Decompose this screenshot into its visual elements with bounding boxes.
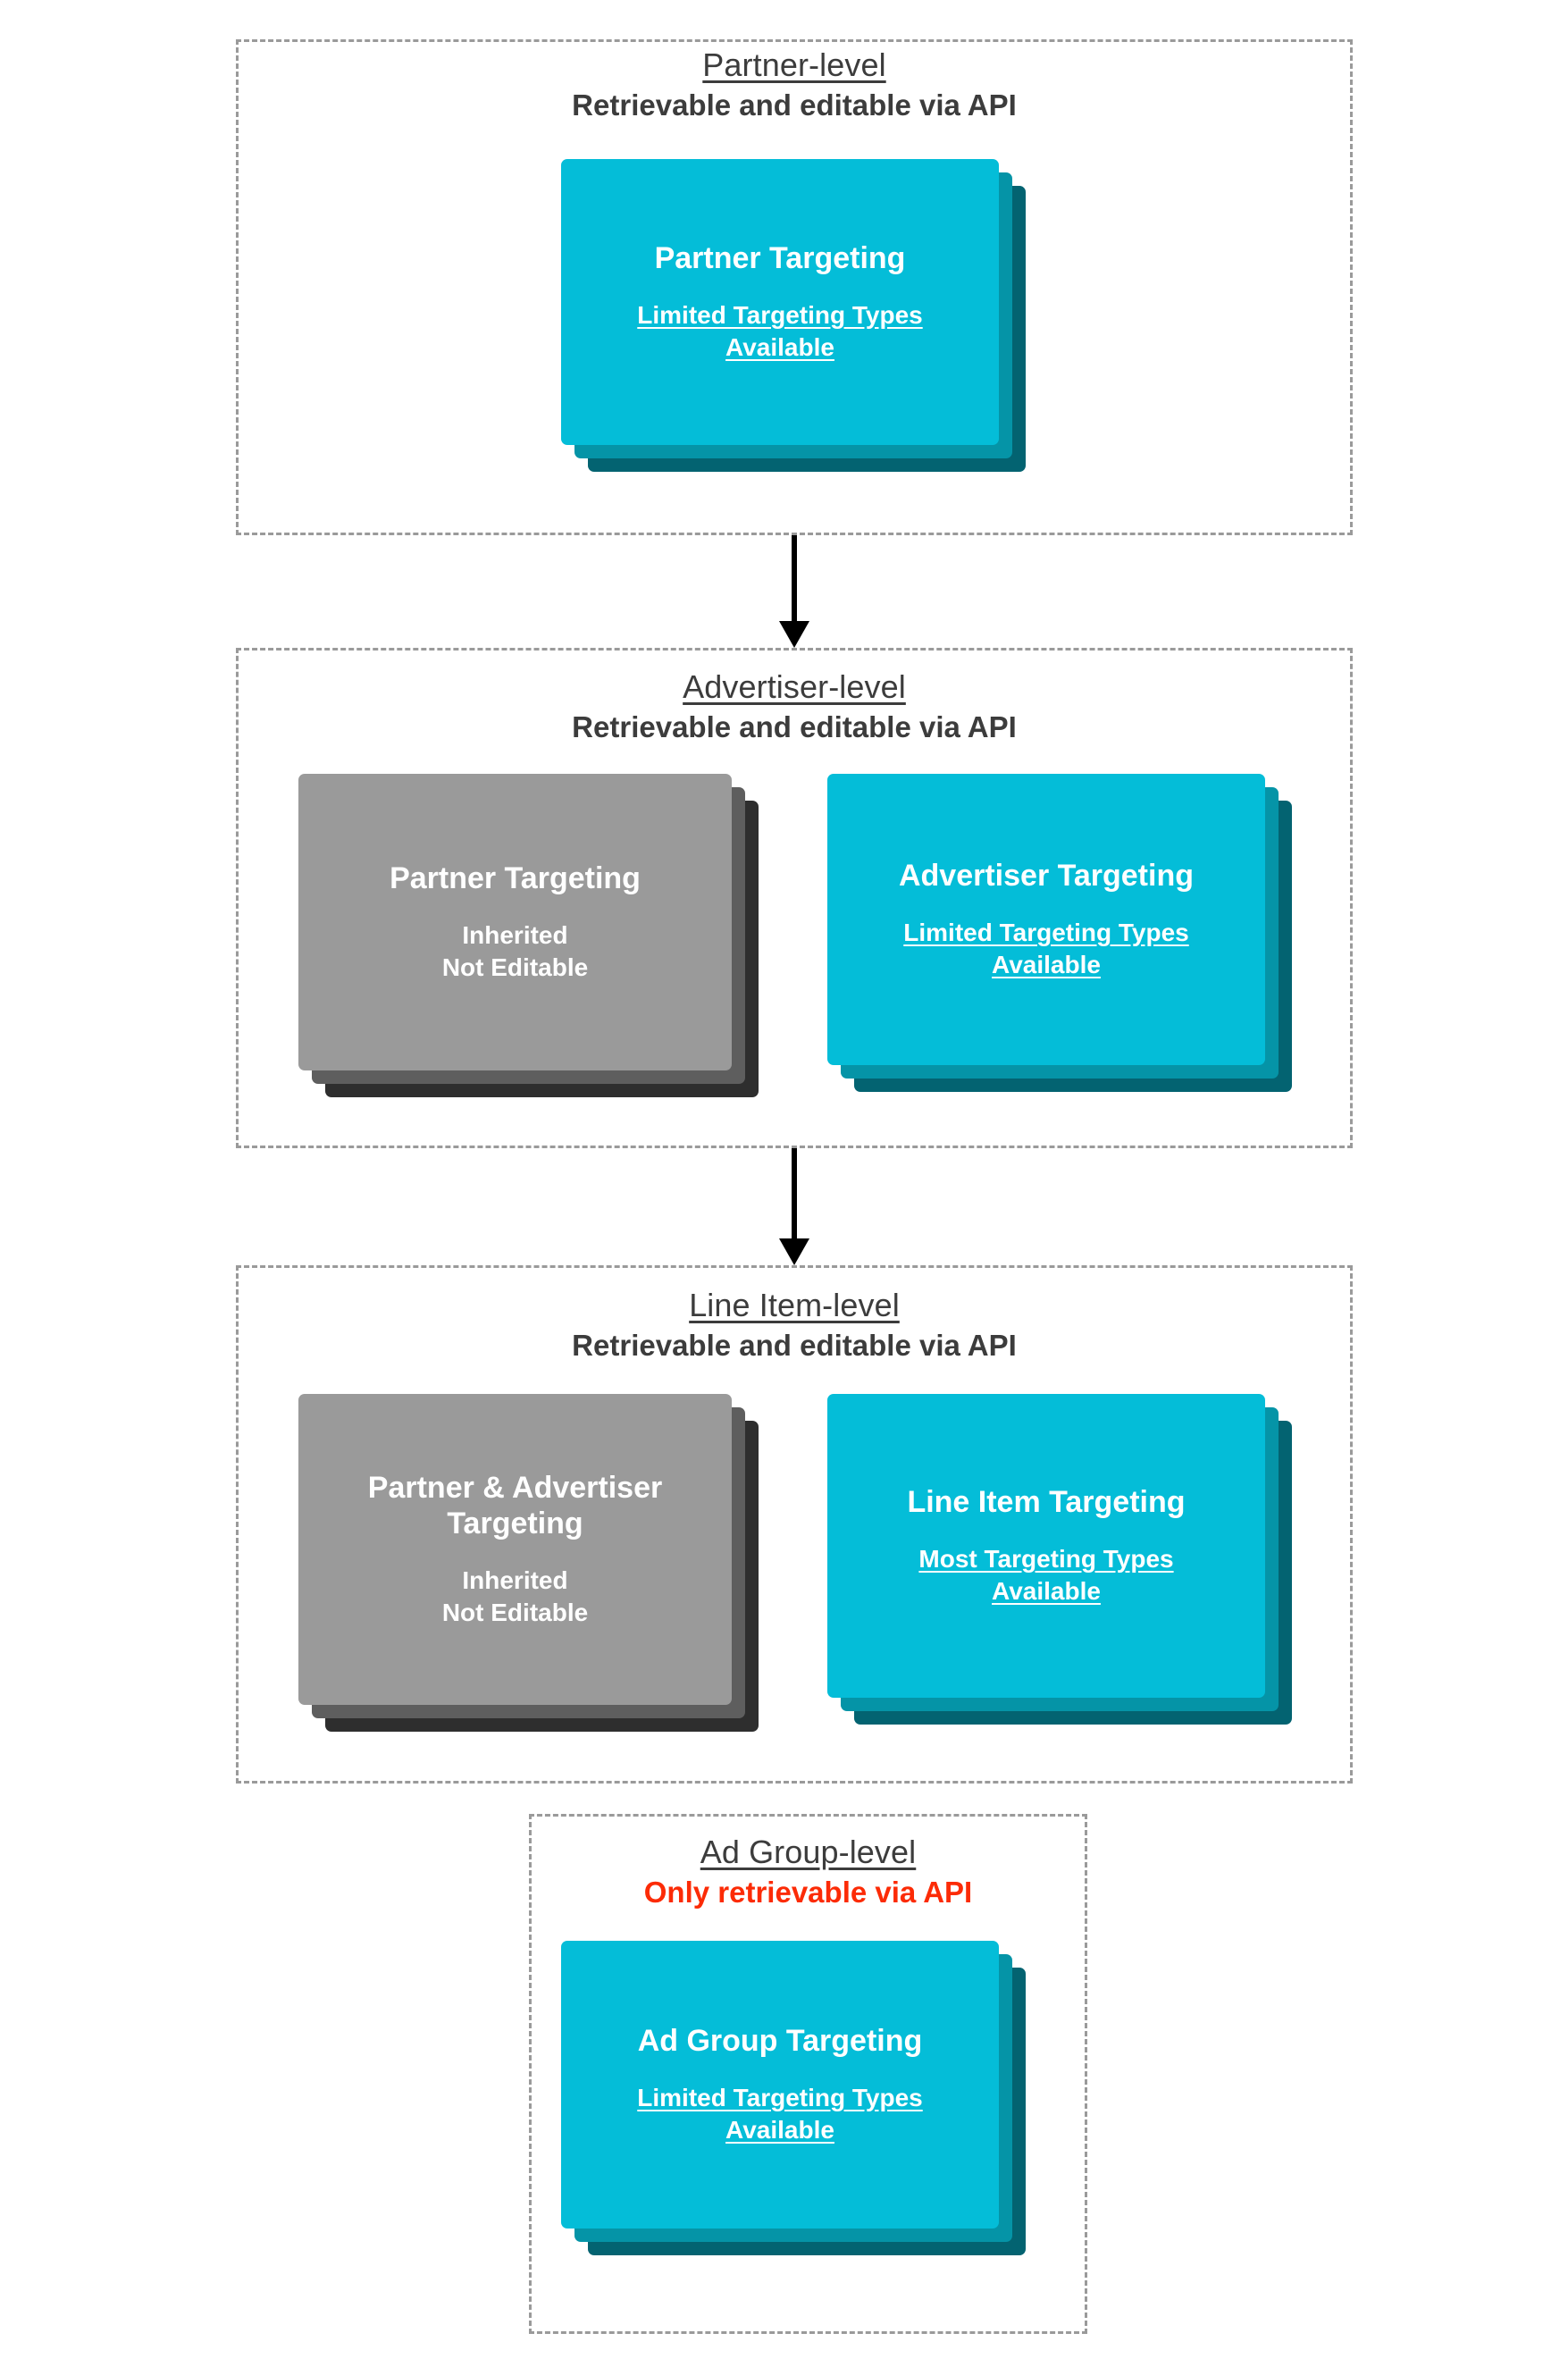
card-title: Partner & Advertiser Targeting — [368, 1470, 662, 1541]
card-subtitle-line2: Not Editable — [441, 953, 589, 982]
level-box-advertiser — [236, 648, 1353, 1148]
level-title-advertiser: Advertiser-level — [683, 668, 906, 705]
card-layer-front: Advertiser Targeting Limited Targeting T… — [827, 774, 1265, 1065]
level-box-ad-group — [529, 1814, 1087, 2334]
card-title: Partner Targeting — [654, 241, 906, 276]
card-subtitle-line2: Not Editable — [441, 1599, 589, 1627]
card-subtitle-line2: Available — [725, 333, 834, 362]
level-header-ad-group: Ad Group-level Only retrievable via API — [529, 1834, 1087, 1911]
card-subtitle-line2: Available — [992, 951, 1101, 979]
level-subtitle-advertiser: Retrievable and editable via API — [572, 710, 1017, 744]
card-layer-front: Partner & Advertiser Targeting Inherited… — [298, 1394, 732, 1705]
connector-advertiser-to-line-item — [776, 1148, 812, 1265]
card-stack-ad-group-targeting[interactable]: Ad Group Targeting Limited Targeting Typ… — [561, 1941, 1026, 2255]
card-subtitle-line1: Inherited — [462, 1566, 568, 1595]
card-subtitle-line1: Limited Targeting Types — [903, 919, 1189, 947]
level-subtitle-ad-group: Only retrievable via API — [643, 1876, 973, 1910]
level-title-ad-group: Ad Group-level — [700, 1834, 917, 1870]
card-layer-front: Line Item Targeting Most Targeting Types… — [827, 1394, 1265, 1698]
arrow-head — [779, 1238, 809, 1265]
card-subtitle-line1: Most Targeting Types — [918, 1545, 1174, 1574]
card-stack-line-item-targeting[interactable]: Line Item Targeting Most Targeting Types… — [827, 1394, 1292, 1725]
card-subtitle-line1: Inherited — [462, 921, 568, 950]
level-header-partner: Partner-level Retrievable and editable v… — [236, 46, 1353, 124]
arrow-head — [779, 621, 809, 648]
arrow-shaft — [792, 535, 797, 621]
level-subtitle-line-item: Retrievable and editable via API — [572, 1329, 1017, 1363]
card-stack-inherited-partner-advertiser-targeting[interactable]: Partner & Advertiser Targeting Inherited… — [298, 1394, 759, 1732]
card-layer-front: Partner Targeting Inherited Not Editable — [298, 774, 732, 1070]
card-subtitle-line2: Available — [725, 2116, 834, 2145]
level-subtitle-partner: Retrievable and editable via API — [572, 88, 1017, 122]
arrow-shaft — [792, 1148, 797, 1238]
card-title-line2: Targeting — [447, 1507, 583, 1541]
card-title: Line Item Targeting — [907, 1485, 1186, 1520]
level-box-line-item — [236, 1265, 1353, 1784]
card-stack-partner-targeting[interactable]: Partner Targeting Limited Targeting Type… — [561, 159, 1026, 472]
card-layer-front: Ad Group Targeting Limited Targeting Typ… — [561, 1941, 999, 2229]
card-title: Ad Group Targeting — [637, 2024, 923, 2059]
level-title-partner: Partner-level — [702, 46, 886, 83]
card-subtitle-line2: Available — [992, 1577, 1101, 1606]
card-title: Advertiser Targeting — [898, 859, 1194, 894]
connector-partner-to-advertiser — [776, 535, 812, 648]
card-layer-front: Partner Targeting Limited Targeting Type… — [561, 159, 999, 445]
card-stack-inherited-partner-targeting[interactable]: Partner Targeting Inherited Not Editable — [298, 774, 759, 1097]
level-header-advertiser: Advertiser-level Retrievable and editabl… — [236, 668, 1353, 746]
card-subtitle-line1: Limited Targeting Types — [637, 301, 923, 330]
level-title-line-item: Line Item-level — [689, 1287, 900, 1323]
card-title-line1: Partner & Advertiser — [367, 1471, 663, 1506]
level-box-partner — [236, 39, 1353, 535]
card-stack-advertiser-targeting[interactable]: Advertiser Targeting Limited Targeting T… — [827, 774, 1292, 1092]
level-header-line-item: Line Item-level Retrievable and editable… — [236, 1287, 1353, 1364]
card-subtitle-line1: Limited Targeting Types — [637, 2084, 923, 2112]
card-title: Partner Targeting — [390, 861, 641, 896]
